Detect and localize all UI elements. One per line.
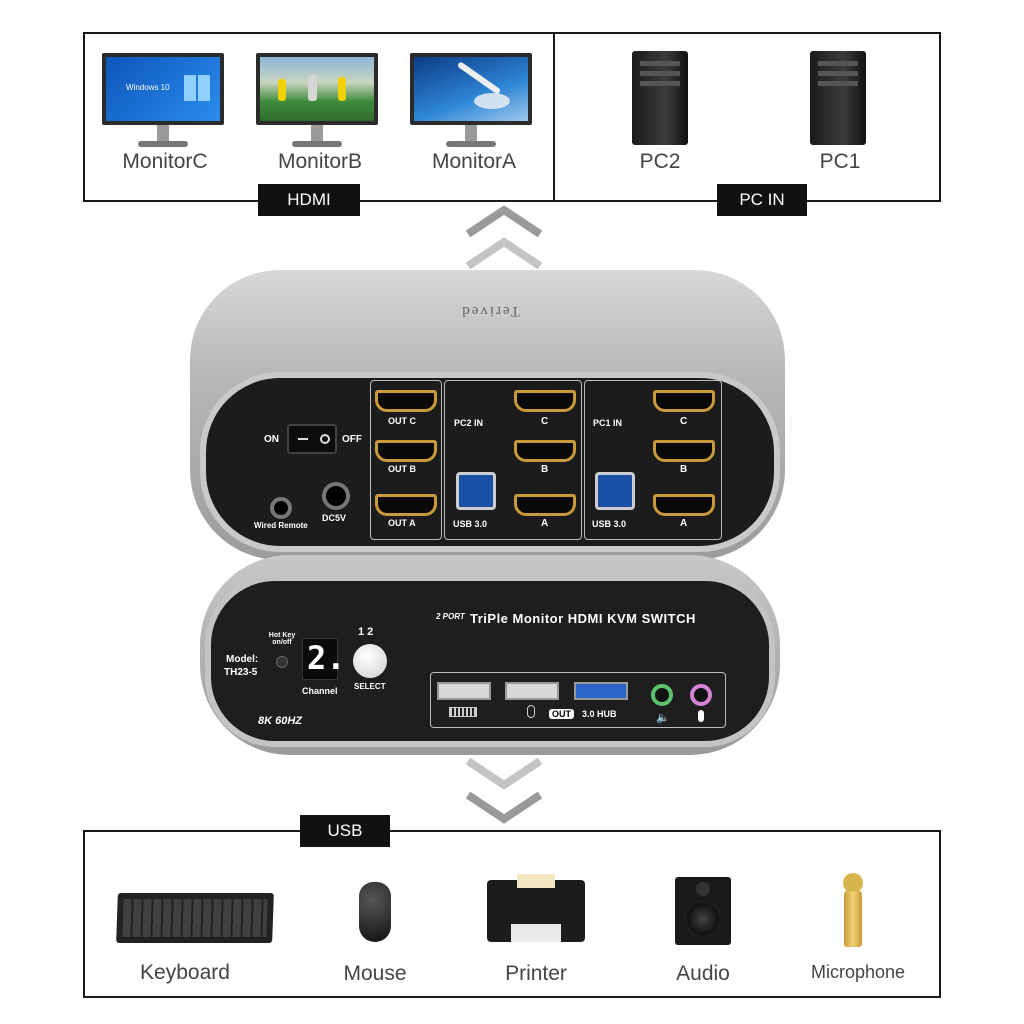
audio-label: Audio: [676, 962, 730, 985]
down-chevron-icon: [465, 757, 543, 824]
hub-label: 3.0 HUB: [582, 709, 617, 719]
keyboard-icon: [116, 893, 274, 943]
pc1-port-group: [584, 380, 722, 540]
hdmi-out-b-port[interactable]: [375, 440, 437, 462]
select-label: SELECT: [354, 682, 386, 691]
dc5v-label: DC5V: [322, 513, 347, 523]
keyboard-port-icon: [449, 707, 477, 717]
pc1-usb30-label: USB 3.0: [592, 519, 627, 529]
printer-icon: [487, 874, 585, 942]
brand-label: Terived: [460, 303, 520, 319]
monitor-b-icon: [256, 53, 378, 153]
printer-label: Printer: [505, 962, 567, 985]
windows-screen-text: Windows 10: [126, 83, 170, 92]
select-button[interactable]: [353, 644, 387, 678]
pc2-label: PC2: [639, 150, 681, 173]
power-switch[interactable]: [287, 424, 337, 454]
out-a-label: OUT A: [388, 518, 416, 528]
wired-remote-port[interactable]: [270, 497, 292, 519]
usb-audio-port-group: [430, 672, 726, 728]
channel-digit: 2.: [307, 639, 346, 677]
dc-power-port[interactable]: [322, 482, 350, 510]
monitor-a-icon: [410, 53, 532, 153]
wired-remote-label: Wired Remote: [254, 521, 308, 530]
speaker-port-icon: 🔈: [656, 712, 670, 724]
up-chevron-icon: [465, 205, 543, 270]
pc1-in-label: PC1 IN: [593, 418, 623, 428]
pc-in-tag: PC IN: [717, 184, 807, 216]
pc1-hdmi-c-port[interactable]: [653, 390, 715, 412]
model-label: Model:: [226, 654, 259, 665]
pc1-tower-icon: [810, 51, 866, 145]
pc1-hdmi-b-port[interactable]: [653, 440, 715, 462]
off-label: OFF: [342, 434, 362, 445]
pc2-port-group: [444, 380, 582, 540]
monitor-a-label: MonitorA: [431, 150, 517, 173]
monitor-b-label: MonitorB: [277, 150, 363, 173]
channel-display: 2.: [302, 638, 346, 680]
mouse-label: Mouse: [343, 962, 407, 985]
out-port-group: [370, 380, 442, 540]
pc1-a-label: A: [680, 518, 688, 529]
speaker-icon: [675, 877, 731, 945]
pc2-usb30-label: USB 3.0: [453, 519, 488, 529]
pc2-hdmi-b-port[interactable]: [514, 440, 576, 462]
pc2-in-label: PC2 IN: [454, 418, 484, 428]
hdmi-out-a-port[interactable]: [375, 494, 437, 516]
keyboard-usb-port[interactable]: [437, 682, 491, 700]
hdmi-out-c-port[interactable]: [375, 390, 437, 412]
pc1-usb3-port[interactable]: [595, 472, 635, 510]
pc2-tower-icon: [632, 51, 688, 145]
pc1-hdmi-a-port[interactable]: [653, 494, 715, 516]
mouse-port-icon: [527, 705, 535, 718]
mouse-usb-port[interactable]: [505, 682, 559, 700]
pc2-c-label: C: [541, 416, 549, 427]
windows-logo-icon: [184, 75, 210, 101]
pc1-c-label: C: [680, 416, 688, 427]
mouse-icon: [359, 882, 391, 942]
panel-divider: [553, 32, 555, 202]
pc1-label: PC1: [819, 150, 861, 173]
hotkey-button[interactable]: [276, 656, 288, 668]
pc2-b-label: B: [541, 464, 549, 475]
audio-jack[interactable]: [651, 684, 673, 706]
monitor-c-label: MonitorC: [122, 150, 208, 173]
hdmi-out-tag: HDMI OUT: [258, 184, 360, 241]
pc2-a-label: A: [541, 518, 549, 529]
pc1-b-label: B: [680, 464, 688, 475]
model-number: TH23-5: [224, 667, 258, 678]
usb-out-tag: USB OUT: [300, 815, 390, 872]
pc2-usb3-port[interactable]: [456, 472, 496, 510]
monitor-c-icon: Windows 10: [102, 53, 224, 153]
mic-port-icon: [698, 710, 704, 722]
on-label: ON: [264, 434, 279, 445]
front-panel: [205, 575, 775, 747]
out-badge: OUT: [549, 709, 574, 719]
select-numbers: 1 2: [358, 626, 374, 638]
keyboard-label: Keyboard: [140, 961, 230, 984]
channel-label: Channel: [302, 686, 338, 696]
microphone-label: Microphone: [810, 962, 906, 982]
resolution-label: 8K 60HZ: [258, 715, 303, 727]
pc2-hdmi-a-port[interactable]: [514, 494, 576, 516]
port-badge: 2 PORT: [436, 612, 465, 621]
out-c-label: OUT C: [388, 416, 416, 426]
mic-jack[interactable]: [690, 684, 712, 706]
hotkey-label: Hot Key on/off: [268, 632, 296, 646]
product-title: TriPle Monitor HDMI KVM SWITCH: [470, 611, 696, 626]
out-b-label: OUT B: [388, 464, 416, 474]
pc2-hdmi-c-port[interactable]: [514, 390, 576, 412]
usb3-hub-port[interactable]: [574, 682, 628, 700]
microphone-icon: [841, 873, 865, 947]
